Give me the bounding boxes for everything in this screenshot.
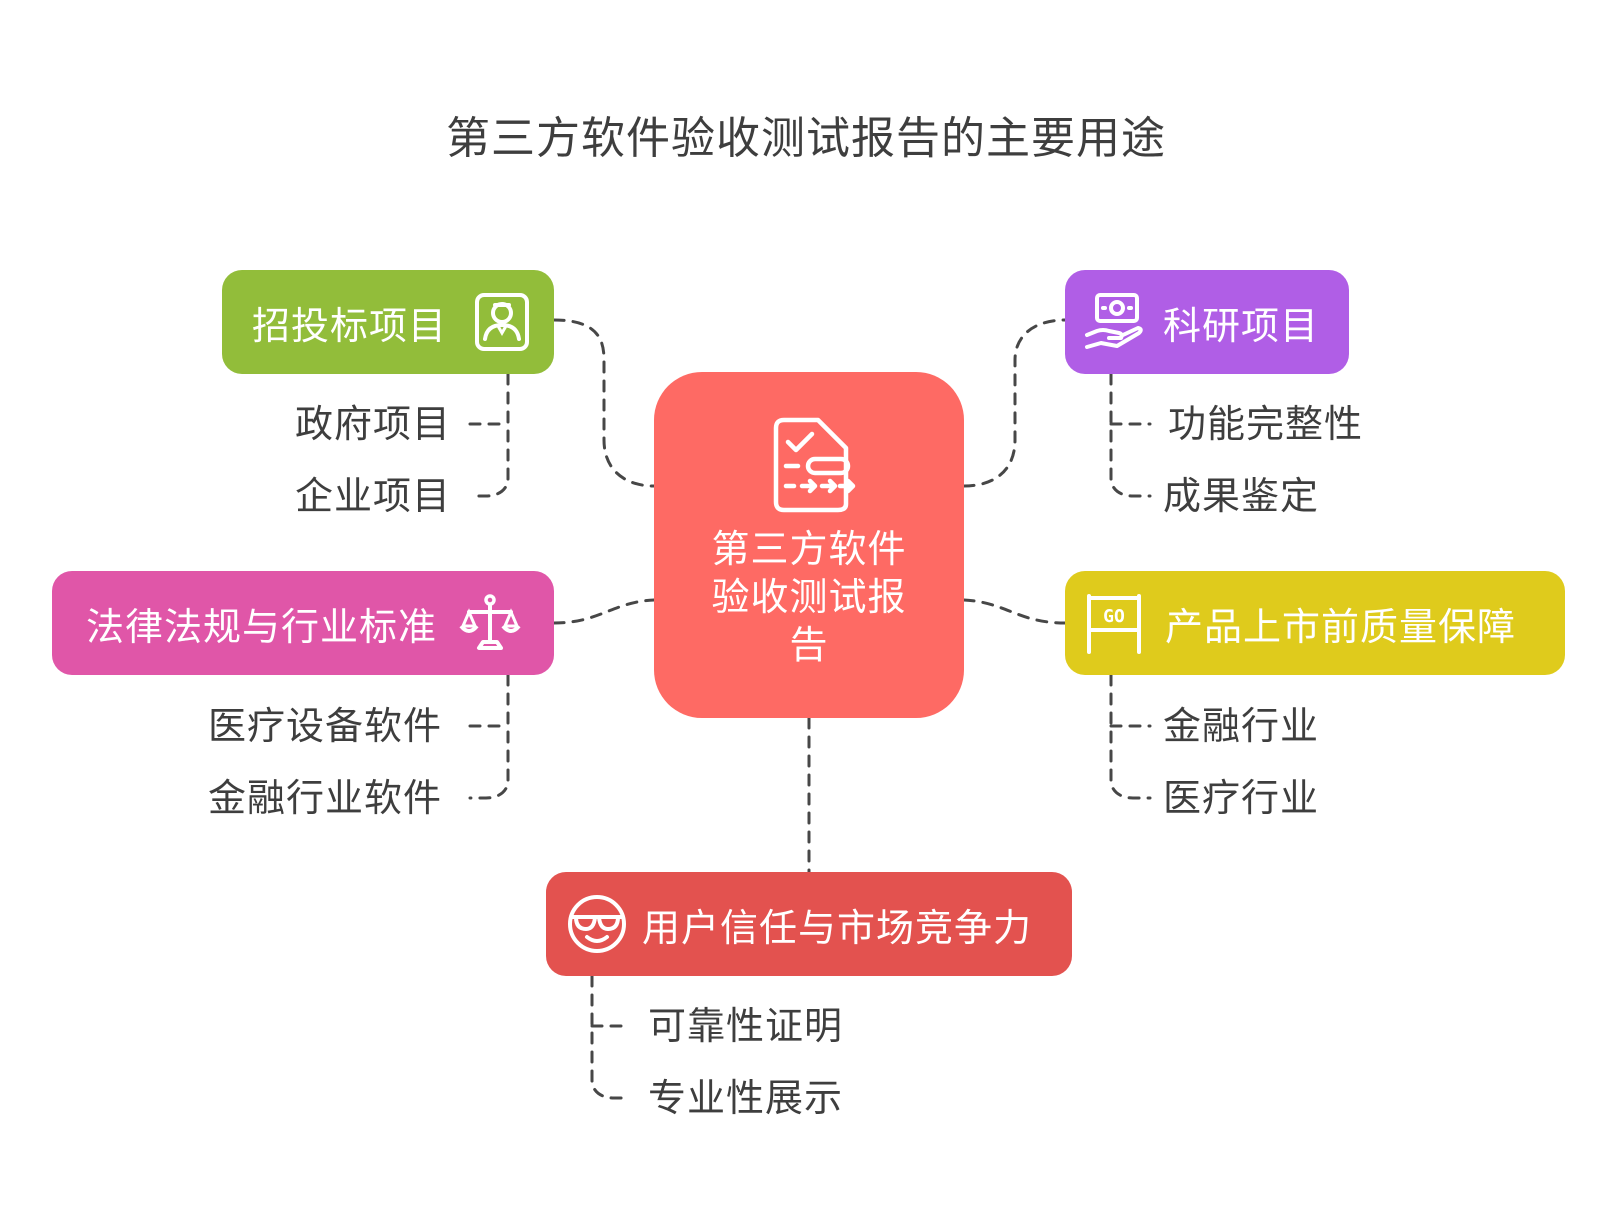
branch-legal: 法律法规与行业标准 — [52, 571, 554, 675]
connector-research-children — [1109, 372, 1152, 498]
bidding-item-enterprise: 企业项目 — [295, 474, 452, 518]
connector-legal — [552, 598, 656, 625]
branch-research: 科研项目 — [1065, 270, 1349, 374]
center-label: 第三方软件验收测试报告 — [711, 527, 907, 667]
legal-item-medical: 医疗设备软件 — [208, 704, 443, 748]
quality-item-finance: 金融行业 — [1163, 704, 1320, 748]
connector-research — [962, 318, 1067, 488]
branch-research-label: 科研项目 — [1163, 303, 1320, 348]
sunglasses-face-icon — [568, 895, 626, 953]
connector-legal-children — [468, 673, 510, 800]
branch-trust: 用户信任与市场竞争力 — [546, 872, 1072, 976]
bidding-item-government: 政府项目 — [295, 402, 452, 446]
document-checklist-icon — [773, 417, 856, 513]
branch-bidding-label: 招投标项目 — [252, 303, 448, 348]
branch-legal-label: 法律法规与行业标准 — [86, 604, 438, 649]
branch-bidding: 招投标项目 — [222, 270, 554, 374]
hand-money-icon — [1085, 293, 1143, 349]
connector-bidding — [552, 318, 656, 488]
trust-item-reliability: 可靠性证明 — [648, 1004, 844, 1048]
go-sign-icon: GO — [1087, 594, 1141, 654]
page-title: 第三方软件验收测试报告的主要用途 — [446, 113, 1166, 164]
connector-quality-children — [1109, 673, 1152, 800]
connector-bidding-children — [468, 372, 510, 498]
quality-item-medical: 医疗行业 — [1163, 776, 1320, 820]
center-node: 第三方软件验收测试报告 — [654, 372, 964, 718]
id-badge-person-icon — [475, 293, 530, 351]
balance-scale-icon — [459, 594, 521, 650]
trust-item-professionalism: 专业性展示 — [648, 1076, 844, 1120]
connector-quality — [962, 598, 1067, 625]
branch-quality-label: 产品上市前质量保障 — [1165, 604, 1517, 649]
branch-quality: GO 产品上市前质量保障 — [1065, 571, 1565, 675]
svg-text:GO: GO — [1103, 606, 1125, 627]
legal-item-finance: 金融行业软件 — [208, 776, 443, 820]
branch-trust-label: 用户信任与市场竞争力 — [642, 905, 1033, 950]
research-item-appraisal: 成果鉴定 — [1163, 474, 1320, 518]
connector-trust-children — [590, 974, 632, 1100]
research-item-functionality: 功能完整性 — [1168, 402, 1364, 446]
